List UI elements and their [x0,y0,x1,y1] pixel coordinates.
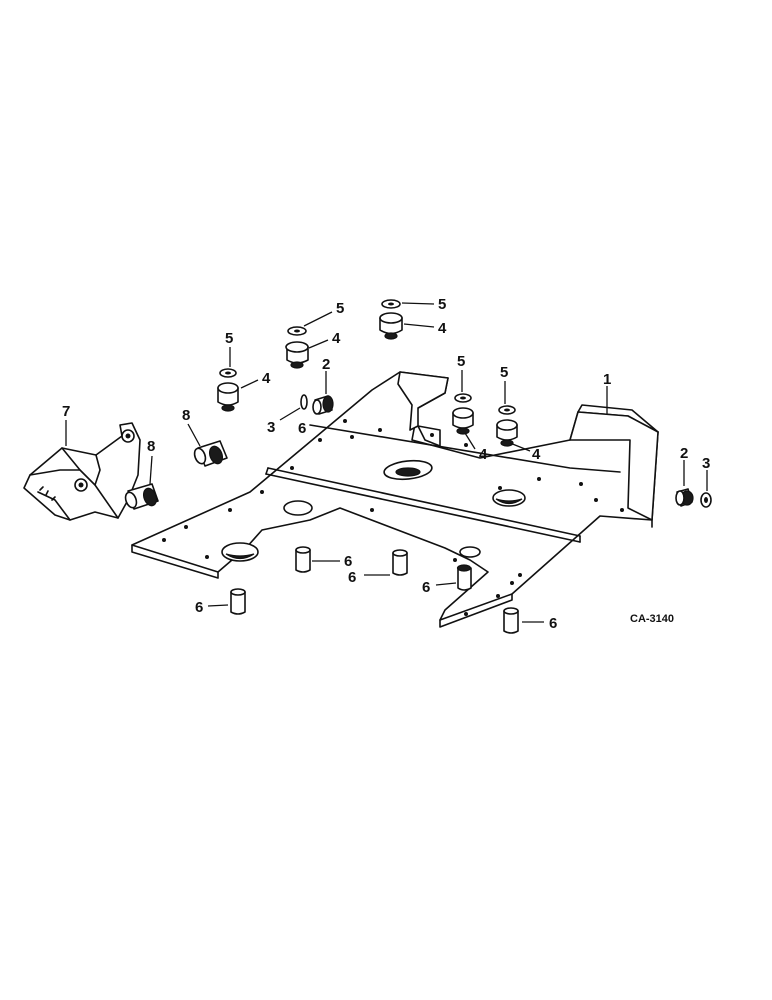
callout-4-c: 4 [438,320,447,337]
callout-5-e: 5 [500,364,508,381]
bushing-8-upper [193,440,228,467]
mount-group-3 [379,299,403,340]
callout-5-c: 5 [438,296,446,313]
washer-6-upper [300,394,308,410]
spacer-6-d [230,588,246,615]
mount-group-2 [285,326,309,369]
mount-group-4 [452,393,474,435]
callout-6-d: 6 [422,579,430,596]
callout-5-a: 5 [225,330,233,347]
callout-6-b: 6 [344,553,352,570]
callout-3-right: 3 [702,455,710,472]
callout-2-upper: 2 [322,356,330,373]
mount-group-5 [496,405,518,447]
leader-lines [65,302,708,623]
callout-8-upper: 8 [182,407,190,424]
callout-6-c: 6 [348,569,356,586]
mount-group-1 [217,368,239,412]
callout-2-right: 2 [680,445,688,462]
bushing-8-lower [124,483,159,510]
callout-3-upper: 3 [267,419,275,436]
callout-5-d: 5 [457,353,465,370]
callout-6-upper: 6 [298,420,306,437]
callout-4-b: 4 [332,330,341,347]
sleeve-2-upper [312,395,334,415]
drawing-code: CA-3140 [630,613,674,625]
callouts: 1 2 2 3 3 4 4 4 4 4 5 5 5 5 5 6 6 6 6 6 … [62,296,710,632]
callout-6-f: 6 [549,615,557,632]
spacer-6-e [503,607,519,634]
platform-plate [131,371,659,628]
callout-4-a: 4 [262,370,271,387]
callout-8-lower: 8 [147,438,155,455]
callout-1: 1 [603,371,611,388]
callout-7: 7 [62,403,70,420]
callout-4-d: 4 [479,446,488,463]
callout-6-e: 6 [195,599,203,616]
sleeve-2-right [675,488,694,507]
pivot-bracket [23,422,141,521]
callout-5-b: 5 [336,300,344,317]
washer-3-right [700,492,712,508]
spacer-6-c [456,564,472,591]
spacer-6-a [295,546,311,573]
callout-4-e: 4 [532,446,541,463]
spacer-6-b [392,549,408,576]
